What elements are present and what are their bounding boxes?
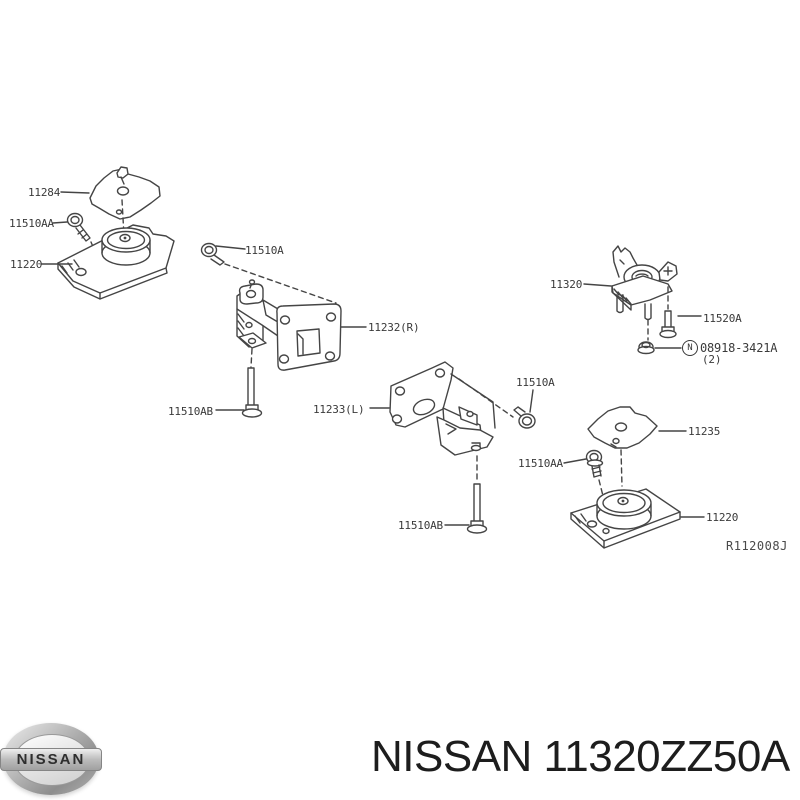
part-label-11520A: 11520A (703, 312, 742, 325)
part-label-11510A-right: 11510A (516, 376, 555, 389)
nissan-badge-logo: NISSAN (0, 722, 102, 796)
drawing-plate-11235 (587, 406, 687, 487)
drawing-bolt-11510AA-right (563, 449, 605, 501)
part-label-11235: 11235 (688, 425, 721, 438)
drawing-bolt-11510A-right (513, 389, 536, 429)
part-label-11284: 11284 (28, 186, 61, 199)
nut-standard-part-icon: N (682, 340, 698, 356)
badge-bar: NISSAN (0, 748, 102, 771)
drawing-bolt-11520A (659, 286, 702, 339)
drawing-bolt-11510A-top (200, 242, 337, 304)
part-label-11510AB-right: 11510AB (398, 519, 443, 532)
part-label-11510A-top: 11510A (245, 244, 284, 257)
drawing-mount-11320 (583, 245, 678, 341)
badge-brand-text: NISSAN (16, 751, 86, 768)
part-label-11510AB-left: 11510AB (168, 405, 213, 418)
part-label-11320: 11320 (550, 278, 583, 291)
drawing-bolt-11510AB-right (444, 483, 488, 534)
drawing-nut-08918 (637, 341, 682, 355)
part-label-11233L: 11233(L) (313, 403, 365, 416)
drawing-bolt-11510AB-left (215, 367, 263, 418)
drawing-bracket-11233L (369, 361, 514, 483)
part-label-11510AA-right: 11510AA (518, 457, 563, 470)
drawing-bracket-11232R (236, 279, 367, 371)
drawing-mount-11220-right (570, 488, 705, 549)
part-label-11220-left: 11220 (10, 258, 43, 271)
part-quantity-label: (2) (702, 353, 722, 366)
diagram-ref-code: R112008J (726, 539, 788, 553)
footer-part-title: NISSAN 11320ZZ50A (371, 732, 790, 781)
part-label-11510AA-left: 11510AA (9, 217, 54, 230)
drawing-plate-11284 (89, 166, 161, 237)
drawing-mount-11220-left (57, 224, 175, 300)
part-label-11220-right: 11220 (706, 511, 739, 524)
part-label-08918-3421A: 08918-3421A (700, 341, 778, 355)
part-label-11232R: 11232(R) (368, 321, 420, 334)
